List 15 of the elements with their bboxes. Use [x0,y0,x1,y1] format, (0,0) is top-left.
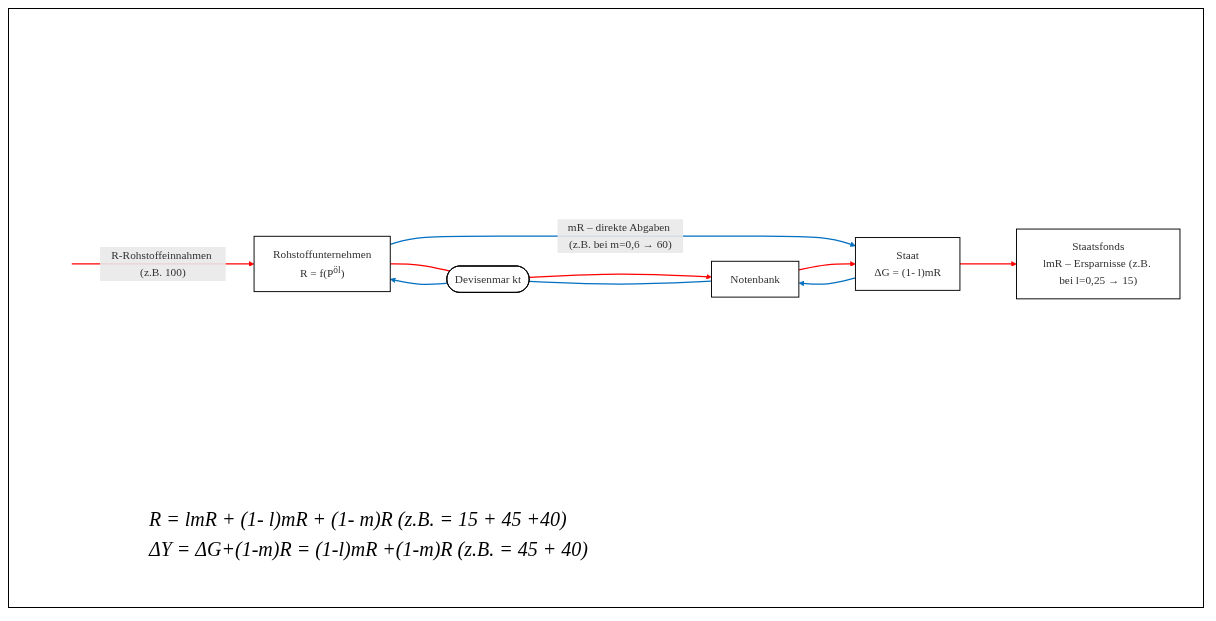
node-box: Staat ΔG = (1- l)mR [854,237,961,291]
edge-label: R-Rohstoffeinnahmen (z.B. 100) [111,248,212,279]
connector [528,280,713,285]
node-box: Notenbank [711,260,800,298]
arrow [798,261,856,271]
connector [389,263,451,272]
edge-label: mR – direkte Abgaben (z.B. bei m=0,6 → 60) [567,221,672,251]
node-box: Staatsfonds lmR – Ersparnisse (z.B. bei l=0,25 → 15) [1016,228,1181,300]
arrow [959,261,1017,267]
formula-text: R = lmR + (1- l)mR + (1- m)R (z.B. = 15 + 45 +40) [149,507,567,533]
arrow [798,277,857,287]
arrow [390,277,449,285]
formula-text: ΔY = ΔG+(1-m)R = (1-l)mR +(1-m)R (z.B. = 45 + 40) [149,537,588,563]
node-box: Rohstoffunternehmen R = f(P$^{öl}$) [253,235,391,293]
arrow [528,273,712,280]
